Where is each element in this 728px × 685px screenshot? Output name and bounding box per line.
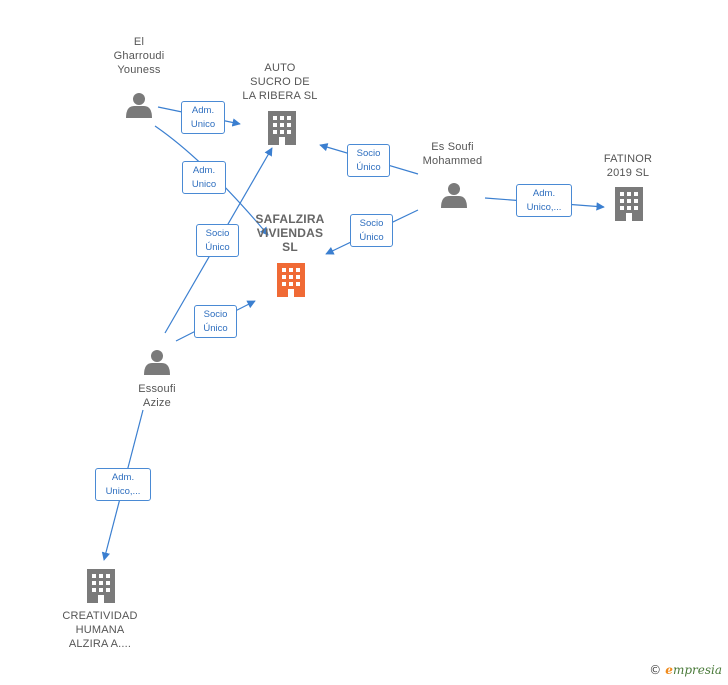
building-icon-creatividad[interactable]: [87, 569, 115, 603]
edge-label-es-soufi-fatinor[interactable]: Adm. Unico,...: [516, 184, 572, 217]
node-label-essoufi-azize[interactable]: Essoufi Azize: [138, 383, 176, 409]
node-label-es-soufi[interactable]: Es Soufi Mohammed: [422, 141, 483, 167]
edge-label-el-gharroudi-safalzira[interactable]: Adm. Unico: [182, 161, 226, 194]
person-icon-el-gharroudi[interactable]: [126, 93, 152, 118]
node-label-fatinor[interactable]: FATINOR 2019 SL: [603, 153, 653, 179]
edge-label-el-gharroudi-auto-sucro[interactable]: Adm. Unico: [181, 101, 225, 134]
node-label-safalzira[interactable]: SAFALZIRA VIVIENDAS SL: [255, 212, 325, 254]
person-icon-essoufi-azize[interactable]: [144, 350, 170, 375]
node-label-el-gharroudi[interactable]: El Gharroudi Youness: [113, 36, 165, 76]
edge-label-essoufi-safalzira[interactable]: Socio Único: [194, 305, 237, 338]
copyright-symbol: ©: [649, 663, 662, 677]
edge-label-essoufi-auto-sucro[interactable]: Socio Único: [196, 224, 239, 257]
building-icon-safalzira[interactable]: [277, 263, 305, 297]
node-label-auto-sucro[interactable]: AUTO SUCRO DE LA RIBERA SL: [242, 62, 318, 102]
edge-label-essoufi-creatividad[interactable]: Adm. Unico,...: [95, 468, 151, 501]
node-label-creatividad[interactable]: CREATIVIDAD HUMANA ALZIRA A....: [62, 610, 138, 650]
brand-initial: e: [665, 663, 673, 677]
edge-label-es-soufi-safalzira[interactable]: Socio Único: [350, 214, 393, 247]
building-icon-fatinor[interactable]: [615, 187, 643, 221]
brand-name: mpresia: [672, 663, 722, 677]
edge-label-es-soufi-auto-sucro[interactable]: Socio Único: [347, 144, 390, 177]
brand-footer: ©empresia: [649, 663, 722, 677]
person-icon-es-soufi[interactable]: [441, 183, 467, 208]
building-icon-auto-sucro[interactable]: [268, 111, 296, 145]
